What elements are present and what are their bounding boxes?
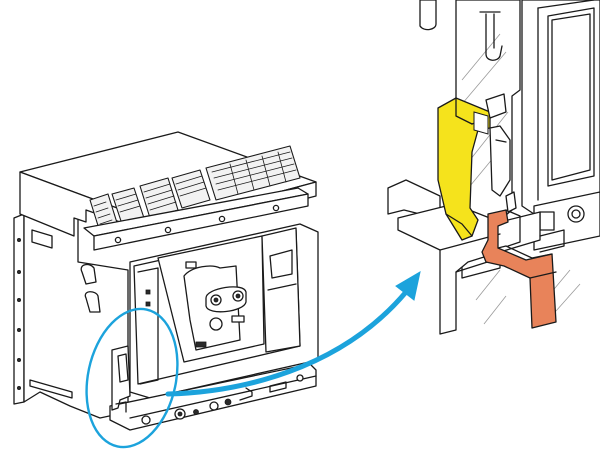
chassis-side-plate (13, 213, 25, 405)
clip-upper (80, 263, 97, 285)
side-plate-holes (16, 237, 21, 390)
lower-left-bracket (111, 345, 131, 411)
front-rail-face (93, 193, 309, 251)
push-buttons (185, 261, 245, 348)
orange-connector (481, 209, 557, 329)
highlight-ellipse (85, 307, 179, 449)
zoomed-detail (387, 0, 600, 335)
column-handle (485, 13, 503, 61)
right-cabinet (521, 0, 600, 215)
side-panel-right (261, 227, 301, 353)
clip-lower (84, 291, 101, 313)
charging-knob (205, 286, 247, 313)
small-indicators (145, 289, 151, 307)
circuit-breaker (13, 131, 319, 431)
base-controls (174, 374, 304, 420)
rail-holes (114, 204, 280, 244)
lower-rail (29, 379, 73, 399)
side-bracket (31, 229, 53, 249)
curved-arrow (165, 270, 421, 397)
